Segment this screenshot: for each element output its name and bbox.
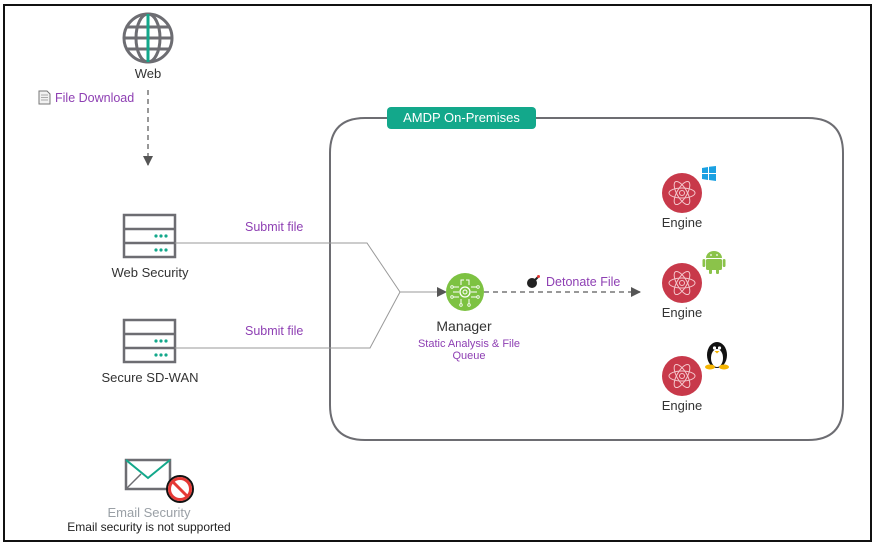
- submit-file-label-2: Submit file: [245, 324, 304, 338]
- email-blocked-icon: [124, 458, 194, 503]
- submit-edge-sdwan: [175, 291, 401, 349]
- linux-penguin-icon: [705, 342, 729, 370]
- sdwan-server-icon: [122, 318, 177, 364]
- amdp-on-premises-badge: AMDP On-Premises: [387, 107, 536, 129]
- document-icon: [38, 90, 51, 105]
- windows-logo-icon: [702, 166, 716, 181]
- manager-sublabel-line1: Static Analysis & File: [417, 338, 521, 350]
- email-security-note: Email security is not supported: [67, 520, 231, 534]
- secure-sdwan-label: Secure SD-WAN: [101, 370, 199, 385]
- web-security-server-icon: [122, 213, 177, 259]
- submit-file-label-1: Submit file: [245, 220, 304, 234]
- manager-chip-icon: [446, 273, 484, 311]
- manager-sublabel-line2: Queue: [452, 350, 486, 362]
- email-security-label: Email Security: [107, 505, 191, 520]
- engine-linux-label: Engine: [661, 398, 703, 413]
- manager-label: Manager: [436, 318, 492, 334]
- web-label: Web: [134, 66, 162, 81]
- engine-windows-label: Engine: [661, 215, 703, 230]
- engine-linux-icon: [662, 356, 702, 396]
- engine-android-icon: [662, 263, 702, 303]
- bomb-icon: [527, 275, 540, 288]
- amdp-container: [329, 117, 844, 441]
- engine-windows-icon: [662, 173, 702, 213]
- detonate-file-label: Detonate File: [546, 275, 621, 289]
- file-download-label: File Download: [55, 91, 135, 105]
- engine-android-label: Engine: [661, 305, 703, 320]
- globe-icon: [122, 12, 174, 64]
- web-security-label: Web Security: [111, 265, 189, 280]
- submit-edge-web-security: [175, 242, 401, 293]
- diagram-frame: [3, 4, 872, 542]
- android-logo-icon: [702, 251, 726, 274]
